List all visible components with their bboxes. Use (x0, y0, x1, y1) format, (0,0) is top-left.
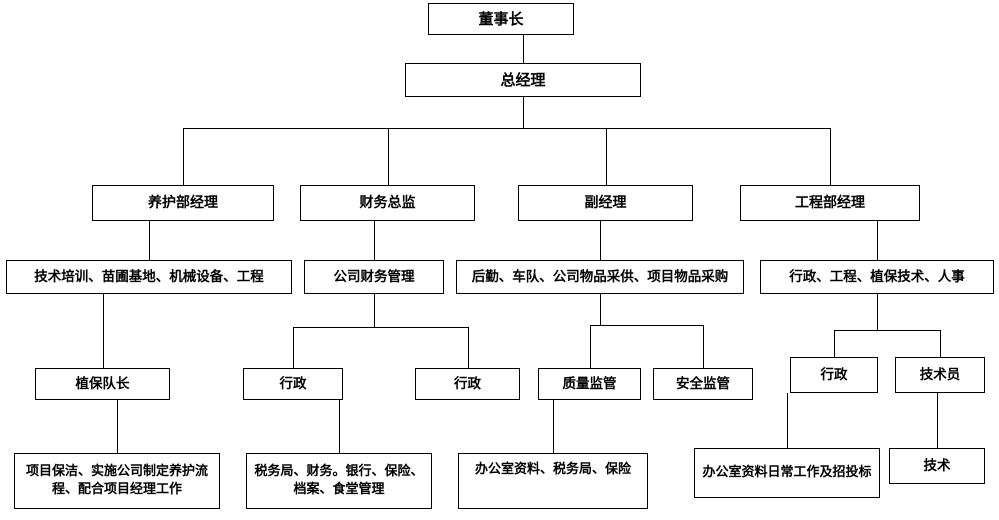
org-node-general-manager[interactable]: 总经理 (405, 63, 641, 97)
connector-duty-deputy-to-safety-super (703, 325, 704, 368)
org-node-label: 工程部经理 (795, 194, 865, 211)
connector-duty-engineering-to-admin-eng (834, 330, 835, 357)
connector-technician-to-detail-tech (937, 393, 938, 448)
connector-duty-finance-to-admin-finance-1 (293, 327, 294, 368)
org-node-admin-finance-2[interactable]: 行政 (415, 368, 520, 400)
connector-bus-general-manager (183, 128, 830, 129)
org-node-chairman[interactable]: 董事长 (428, 3, 574, 35)
connector-mgr-maintenance-to-duty-maintenance (149, 221, 150, 260)
org-node-detail-tech[interactable]: 技术 (889, 448, 985, 484)
org-node-detail-admin-eng[interactable]: 办公室资料日常工作及招投标 (694, 448, 880, 498)
org-node-label: 办公室资料、税务局、保险 (474, 462, 631, 477)
connector-general-manager-to-mgr-engineering (830, 128, 831, 185)
org-node-label: 技术培训、苗圃基地、机械设备、工程 (34, 268, 264, 285)
org-node-label: 技术 (923, 457, 951, 474)
connector-duty-finance-to-admin-finance-2 (468, 327, 469, 368)
org-node-label: 后勤、车队、公司物品采供、项目物品采购 (471, 268, 729, 285)
org-node-label: 项目保洁、实施公司制定养护流程、配合项目经理工作 (25, 464, 208, 497)
org-node-label: 行政 (279, 375, 307, 392)
org-node-label: 办公室资料日常工作及招投标 (702, 465, 872, 481)
connector-bus-duty-finance (293, 327, 468, 328)
connector-deputy-manager-to-duty-deputy (600, 221, 601, 260)
connector-drop-general-manager (523, 97, 524, 128)
connector-mgr-engineering-to-duty-engineering (877, 221, 878, 260)
org-node-plant-team-lead[interactable]: 植保队长 (35, 368, 170, 400)
connector-duty-deputy-to-quality-super (590, 325, 591, 368)
org-node-label: 总经理 (500, 70, 546, 89)
connector-bus-duty-deputy (590, 325, 703, 326)
connector-cfo-to-duty-finance (374, 221, 375, 260)
org-node-label: 养护部经理 (148, 194, 218, 211)
connector-drop-duty-finance (374, 294, 375, 327)
org-node-admin-eng[interactable]: 行政 (790, 357, 878, 393)
org-node-deputy-manager[interactable]: 副经理 (518, 185, 693, 221)
org-node-duty-engineering[interactable]: 行政、工程、植保技术、人事 (760, 260, 994, 294)
connector-drop-duty-deputy (600, 294, 601, 325)
org-node-label: 行政 (820, 366, 848, 383)
org-node-label: 董事长 (478, 9, 524, 28)
org-node-duty-maintenance[interactable]: 技术培训、苗圃基地、机械设备、工程 (6, 260, 292, 294)
org-node-label: 行政、工程、植保技术、人事 (789, 268, 965, 285)
connector-plant-team-lead-to-detail-plant (117, 400, 118, 453)
org-node-label: 财务总监 (359, 194, 416, 211)
org-node-label: 质量监管 (562, 375, 617, 392)
org-node-admin-finance-1[interactable]: 行政 (243, 368, 343, 400)
connector-chairman-to-general-manager (523, 35, 524, 63)
org-node-detail-finance-2[interactable]: 办公室资料、税务局、保险 (458, 453, 648, 509)
connector-general-manager-to-mgr-maintenance (183, 128, 184, 185)
org-node-label: 税务局、财务。银行、保险、档案、食堂管理 (254, 464, 424, 497)
org-node-label: 副经理 (584, 194, 627, 211)
connector-bus-duty-engineering (834, 330, 940, 331)
org-node-label: 公司财务管理 (333, 268, 415, 285)
org-node-label: 植保队长 (75, 375, 130, 392)
org-node-label: 行政 (454, 375, 481, 392)
org-node-label: 技术员 (919, 366, 961, 383)
org-node-detail-finance-1[interactable]: 税务局、财务。银行、保险、档案、食堂管理 (246, 453, 432, 509)
connector-general-manager-to-deputy-manager (606, 128, 607, 185)
connector-general-manager-to-cfo (388, 128, 389, 185)
connector-duty-engineering-to-technician (940, 330, 941, 357)
connector-admin-finance-2-to-detail-finance-2 (553, 400, 554, 453)
org-node-detail-plant[interactable]: 项目保洁、实施公司制定养护流程、配合项目经理工作 (14, 453, 220, 509)
org-node-safety-super[interactable]: 安全监管 (653, 368, 753, 400)
connector-admin-eng-to-detail-admin-eng (787, 393, 788, 448)
org-node-duty-deputy[interactable]: 后勤、车队、公司物品采供、项目物品采购 (456, 260, 744, 294)
org-node-label: 安全监管 (676, 375, 730, 392)
connector-duty-maintenance-to-plant-team-lead (103, 294, 104, 368)
connector-admin-finance-1-to-detail-finance-1 (339, 400, 340, 453)
org-node-duty-finance[interactable]: 公司财务管理 (304, 260, 444, 294)
org-node-technician[interactable]: 技术员 (895, 357, 985, 393)
org-node-quality-super[interactable]: 质量监管 (538, 368, 641, 400)
connector-drop-duty-engineering (877, 294, 878, 330)
org-node-mgr-maintenance[interactable]: 养护部经理 (92, 185, 274, 221)
org-node-mgr-engineering[interactable]: 工程部经理 (740, 185, 920, 221)
org-node-cfo[interactable]: 财务总监 (300, 185, 475, 221)
